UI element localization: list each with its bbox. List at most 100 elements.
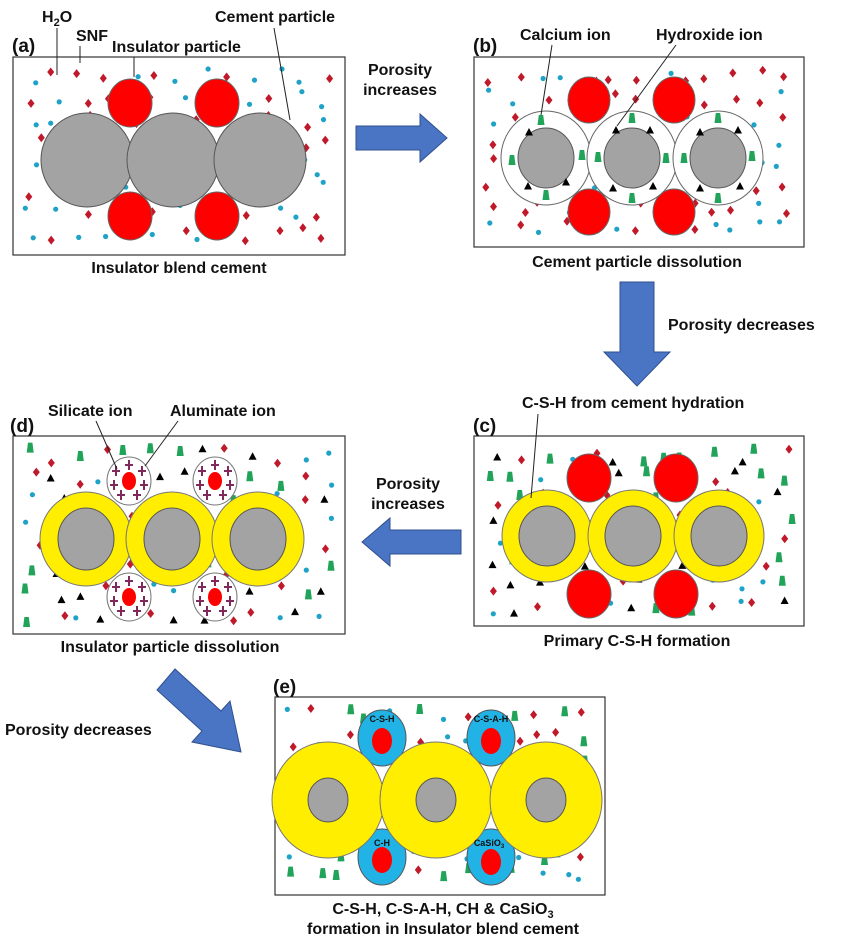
water-molecule: [95, 479, 101, 485]
panel-e-tag: (e): [273, 677, 296, 698]
svg-text:increases: increases: [371, 496, 445, 513]
insulator-particle: [566, 569, 612, 619]
arrow-b-to-c: Porosity decreases: [602, 281, 815, 387]
water-molecule: [739, 586, 745, 592]
product-particles: [357, 709, 516, 886]
panel-e-caption-line2: formation in Insulator blend cement: [307, 921, 580, 938]
water-molecule: [278, 205, 284, 211]
panel-d: (d) Silicate ion Aluminate ion Insulator…: [10, 403, 346, 656]
insulator-particle: [653, 453, 699, 503]
hydroxide-label: Hydroxide ion: [656, 27, 763, 44]
aluminate-pointer: [144, 420, 179, 467]
water-molecule: [320, 179, 326, 185]
water-molecule: [320, 117, 327, 123]
panel-c: (c) C-S-H from cement hydration Primary …: [473, 395, 805, 650]
water-molecule: [727, 227, 733, 233]
water-molecule: [33, 122, 39, 128]
insulator-particle: [567, 76, 611, 124]
csh-label: C-S-H from cement hydration: [522, 395, 744, 412]
water-molecule: [103, 233, 109, 240]
water-molecule: [56, 99, 62, 105]
water-molecule: [33, 162, 40, 168]
water-molecule: [48, 120, 54, 126]
water-molecule: [149, 231, 155, 238]
panel-e: C-S-H C-S-A-H C-H CaSiO3 (e) C-S-H, C-S-…: [271, 677, 606, 938]
insulator-particle: [652, 188, 696, 236]
water-molecule: [575, 876, 581, 882]
water-molecule: [319, 104, 325, 110]
aluminate-label: Aluminate ion: [170, 403, 276, 420]
cement-pointer: [273, 27, 291, 121]
water-molecule: [668, 70, 674, 76]
product-casio3-label: CaSiO3: [474, 838, 505, 850]
cement-particle: [213, 112, 307, 208]
water-molecule: [286, 854, 292, 860]
panel-a: (a) H2O SNF Insulator particle Cement pa…: [12, 9, 346, 277]
water-molecule: [491, 121, 497, 127]
panel-c-caption: Primary C-S-H formation: [544, 633, 731, 650]
water-molecule: [172, 78, 178, 84]
water-molecule: [713, 221, 719, 228]
svg-text:Porosity: Porosity: [368, 62, 432, 79]
water-molecule: [22, 205, 28, 211]
insulator-particle: [652, 76, 696, 124]
water-molecule: [303, 457, 309, 463]
water-molecule: [303, 567, 309, 573]
insulator-particle: [107, 78, 153, 128]
product-csah-label: C-S-A-H: [474, 714, 509, 724]
water-molecule: [33, 80, 39, 86]
water-molecule: [205, 66, 211, 72]
water-molecule: [487, 220, 493, 226]
water-molecule: [486, 87, 492, 93]
panel-d-tag: (d): [10, 416, 34, 437]
panel-b-tag: (b): [473, 36, 497, 57]
calcium-label: Calcium ion: [520, 27, 611, 44]
water-molecule: [328, 515, 334, 521]
water-molecule: [738, 598, 744, 604]
svg-text:Porosity decreases: Porosity decreases: [5, 722, 152, 739]
panel-d-caption: Insulator particle dissolution: [61, 639, 280, 656]
water-molecule: [440, 716, 447, 722]
water-molecule: [773, 163, 779, 169]
panel-a-tag: (a): [12, 36, 35, 57]
silicate-label: Silicate ion: [48, 403, 132, 420]
water-molecule: [490, 611, 496, 617]
water-molecule: [251, 77, 258, 83]
insulator-label: Insulator particle: [112, 39, 241, 56]
water-molecule: [194, 236, 200, 243]
calcium-pointer: [540, 44, 553, 116]
water-molecule: [566, 872, 572, 878]
insulator-particle: [653, 569, 699, 619]
cement-label: Cement particle: [215, 9, 335, 26]
svg-text:Porosity decreases: Porosity decreases: [668, 317, 815, 334]
dissolving-cement: [500, 110, 764, 206]
water-molecule: [29, 492, 35, 498]
water-molecule: [614, 226, 620, 232]
arrow-a-to-b: Porosity increases: [355, 62, 448, 164]
cement-particle: [40, 112, 134, 208]
panel-b: (b) Calcium ion Hydroxide ion Cement par…: [473, 27, 805, 271]
water-molecule: [73, 615, 79, 621]
water-molecule: [314, 172, 320, 178]
water-molecule: [23, 519, 29, 525]
panel-e-caption-line1: C-S-H, C-S-A-H, CH & CaSiO3: [332, 901, 553, 921]
water-molecule: [53, 206, 59, 212]
water-molecule: [510, 101, 516, 107]
hydroxide-pointer: [616, 44, 677, 127]
water-molecule: [246, 101, 253, 107]
csh-shells: [39, 491, 305, 587]
water-molecule: [329, 482, 335, 488]
water-molecule: [279, 66, 285, 72]
csh-shells: [501, 489, 765, 583]
water-molecule: [30, 235, 36, 241]
csh-shells: [271, 741, 603, 859]
water-molecule: [135, 74, 141, 80]
panel-c-tag: (c): [473, 416, 496, 437]
insulator-particle: [566, 453, 612, 503]
panel-b-caption: Cement particle dissolution: [532, 254, 742, 271]
water-molecule: [445, 734, 451, 740]
water-molecule: [277, 615, 283, 621]
water-molecule: [299, 89, 305, 95]
water-molecule: [326, 450, 332, 456]
